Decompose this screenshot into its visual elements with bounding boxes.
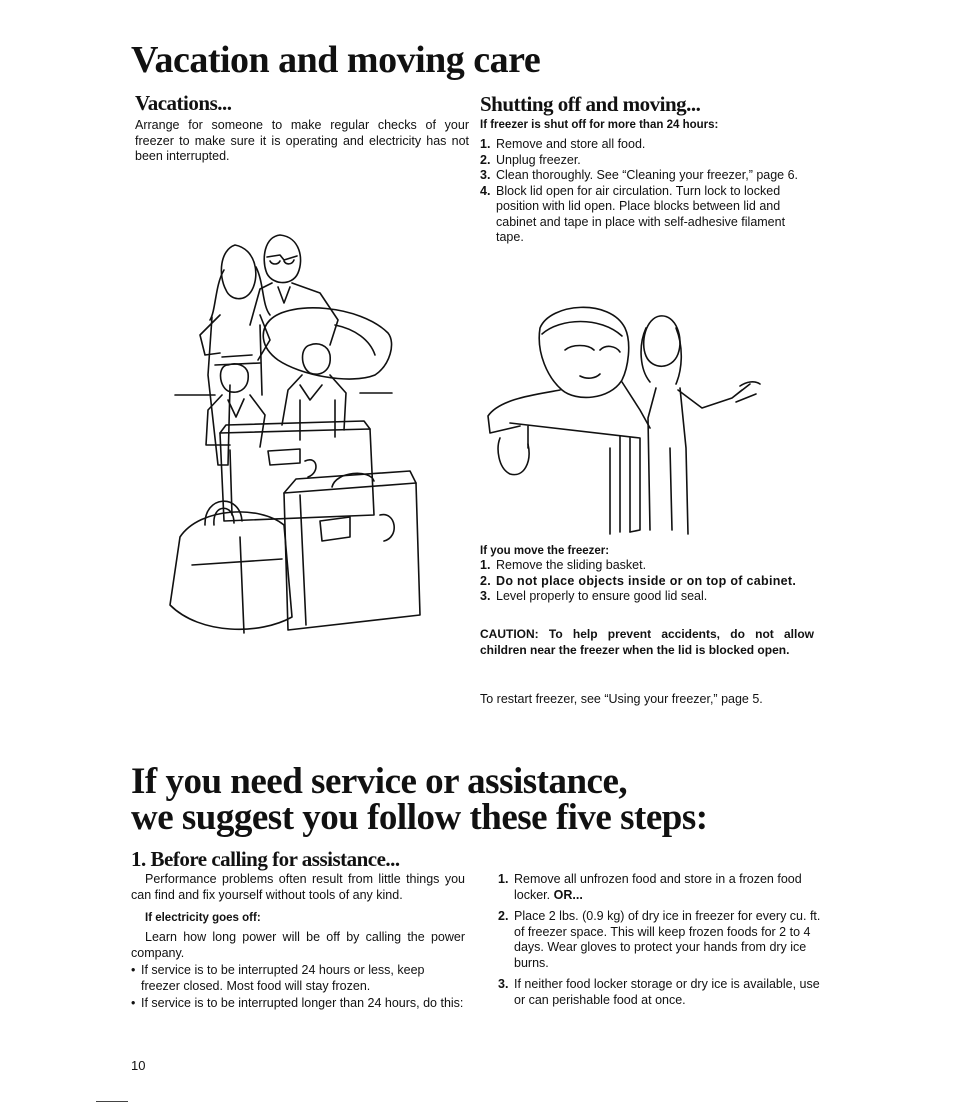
- step-number: 2.: [480, 573, 492, 588]
- move-steps: 1. Remove the sliding basket. 2. Do not pl…: [480, 558, 814, 605]
- bullet-text: If service is to be interrupted 24 hours…: [141, 963, 425, 993]
- move-heading: If you move the freezer:: [480, 545, 610, 557]
- vacations-text: Arrange for someone to make regular chec…: [135, 118, 469, 163]
- step-text: Level properly to ensure good lid seal.: [496, 589, 708, 603]
- list-item: 3. Clean thoroughly. See “Cleaning your f…: [480, 168, 812, 184]
- list-item: 1. Remove all unfrozen food and store in …: [498, 872, 832, 903]
- shutoff-steps: 1. Remove and store all food. 2. Unplug fr…: [480, 137, 812, 246]
- step-text: Remove the sliding basket.: [496, 558, 647, 572]
- bullet-text: If service is to be interrupted longer t…: [141, 996, 464, 1010]
- service-title-line2: we suggest you follow these five steps:: [131, 797, 708, 838]
- electricity-text: Learn how long power will be off by call…: [131, 930, 465, 960]
- list-item: • If service is to be interrupted longer …: [131, 996, 465, 1012]
- step-text: Remove and store all food.: [496, 137, 646, 151]
- before-calling-heading: 1. Before calling for assistance...: [131, 847, 400, 871]
- shutting-subheading: If freezer is shut off for more than 24 …: [480, 119, 719, 131]
- caution-text: CAUTION: To help prevent accidents, do n…: [480, 627, 814, 657]
- family-with-luggage-illustration: [169, 234, 421, 634]
- list-item: 3. If neither food locker storage or dry …: [498, 977, 832, 1008]
- step-text: Clean thoroughly. See “Cleaning your fre…: [496, 168, 799, 182]
- step-number: 2.: [498, 909, 509, 923]
- electricity-bullets: • If service is to be interrupted 24 hour…: [131, 963, 465, 1012]
- step-text: Do not place objects inside or on top of…: [496, 573, 797, 588]
- moving-freezer-illustration: [487, 306, 761, 535]
- step-number: 3.: [480, 168, 491, 182]
- electricity-heading: If electricity goes off:: [145, 912, 261, 924]
- step-text: Remove all unfrozen food and store in a …: [514, 872, 802, 902]
- list-item: 3. Level properly to ensure good lid seal…: [480, 589, 814, 605]
- step-number: 3.: [480, 589, 491, 603]
- list-item: 2. Do not place objects inside or on top …: [480, 574, 814, 590]
- step-number: 1.: [480, 558, 491, 572]
- list-item: 4. Block lid open for air circulation. Tu…: [480, 184, 812, 246]
- list-item: 2. Place 2 lbs. (0.9 kg) of dry ice in fr…: [498, 909, 832, 971]
- page-number: 10: [131, 1058, 146, 1073]
- step-suffix: OR...: [553, 887, 583, 902]
- before-calling-intro: Performance problems often result from l…: [131, 872, 465, 902]
- list-item: • If service is to be interrupted 24 hour…: [131, 963, 465, 994]
- bullet-mark: •: [131, 963, 136, 977]
- step-text: Unplug freezer.: [496, 152, 581, 167]
- step-number: 3.: [498, 977, 509, 991]
- list-item: 2. Unplug freezer.: [480, 153, 812, 169]
- power-off-steps: 1. Remove all unfrozen food and store in …: [498, 872, 832, 1008]
- step-text: If neither food locker storage or dry ic…: [514, 977, 820, 1007]
- list-item: 1. Remove the sliding basket.: [480, 558, 814, 574]
- step-text: Block lid open for air circulation. Turn…: [496, 183, 786, 245]
- shutting-heading: Shutting off and moving...: [480, 92, 701, 116]
- footer-rule: [96, 1101, 128, 1102]
- step-number: 4.: [480, 183, 491, 198]
- page-title: Vacation and moving care: [131, 39, 541, 81]
- step-number: 1.: [498, 872, 509, 886]
- list-item: 1. Remove and store all food.: [480, 137, 812, 153]
- step-number: 2.: [480, 152, 491, 167]
- restart-text: To restart freezer, see “Using your free…: [480, 692, 763, 706]
- step-text: Place 2 lbs. (0.9 kg) of dry ice in free…: [514, 909, 821, 970]
- vacations-heading: Vacations...: [135, 91, 232, 115]
- step-number: 1.: [480, 137, 491, 151]
- service-title-line1: If you need service or assistance,: [131, 761, 628, 802]
- bullet-mark: •: [131, 996, 136, 1010]
